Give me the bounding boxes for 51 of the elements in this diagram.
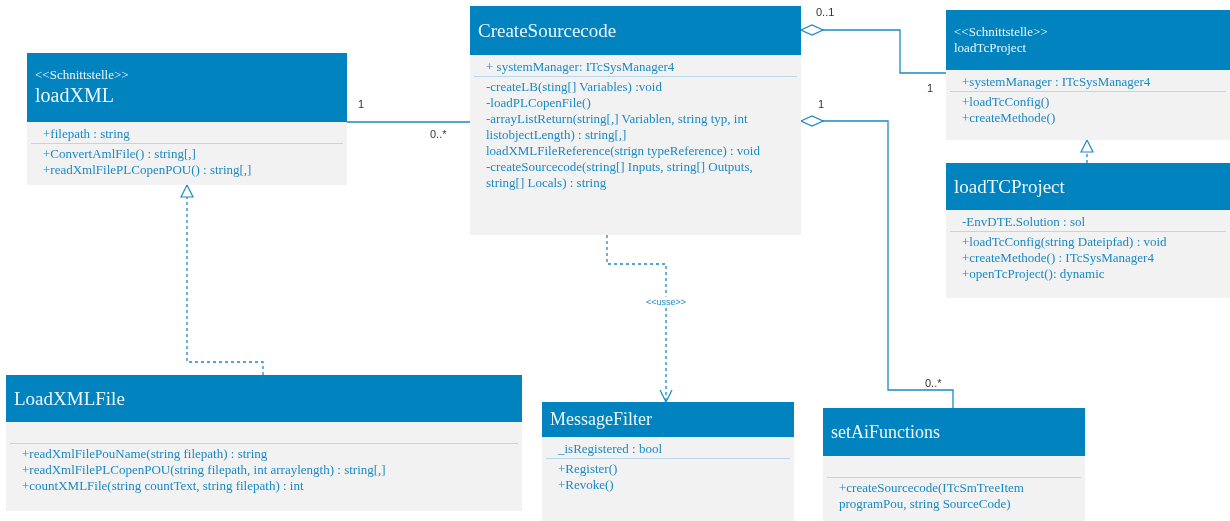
method-text: +loadTcConfig() [962,94,1051,110]
dependency-arrow [180,184,264,376]
class-box [946,163,1230,298]
stereotype-label: <<Schnittstelle>> [35,66,130,84]
class-box [6,375,522,511]
class-box [946,10,1230,140]
method-text: +ConvertAmlFile() : string[,] [43,146,197,162]
edge-label: <<usse>> [644,296,688,308]
method-text: +loadTcConfig(string Dateipfad) : void [962,234,1168,250]
method-text: +Register() [558,461,619,477]
dependency-arrow [606,234,673,403]
class-name: setAiFunctions [831,420,941,444]
class-name: loadXML [35,83,115,109]
method-text: +createMethode() : ITcSysManager4 [962,250,1155,266]
method-text: -createLB(sting[] Variables) :void [486,79,663,95]
stereotype-label: <<Schnittstelle>> [954,23,1049,40]
method-text: +createMethode() [962,110,1057,126]
aggregation-line [800,115,954,409]
method-text: +countXMLFile(string countText, string filepath) : int [22,478,305,494]
method-text: +readXmlFilePLCopenPOU(string filepath, int arraylength) : string[,] [22,462,387,478]
class-box [27,53,347,185]
multiplicity-label: 1 [927,82,934,95]
multiplicity-label: 0..* [430,128,447,141]
multiplicity-label: 0..* [925,377,942,390]
method-text: -loadPLCopenFile() [486,95,592,111]
attribute-text: + systemManager: ITcSysManager4 [486,59,676,75]
multiplicity-label: 0..1 [816,6,835,19]
dependency-arrow [1080,139,1094,164]
multiplicity-label: 1 [358,98,365,111]
class-box [470,6,801,235]
association-line [346,121,471,123]
class-name: CreateSourcecode [478,18,618,43]
attribute-text: +filepath : string [43,126,131,142]
class-box [542,402,794,521]
method-text: +openTcProject(): dynamic [962,266,1106,282]
class-name: LoadXMLFile [14,386,126,411]
method-text: loadXMLFileReference(strign typeReference) : void [486,143,761,159]
class-name: loadTCProject [954,174,1066,199]
class-name: loadTcProject [954,40,1027,57]
attribute-text: _isRegistered : bool [558,441,663,457]
class-name: MessageFilter [550,408,653,431]
method-text: +readXmlFilePLCopenPOU() : string[,] [43,162,253,178]
method-text: -createSourcecode(string[] Inputs, string[] Outputs, string[] Locals) : string [486,159,754,191]
aggregation-line [800,24,947,74]
attribute-text: -EnvDTE.Solution : sol [962,214,1087,230]
method-text: +createSourcecode(ITcSmTreeItem programPou, string SourceCode) [839,480,1025,512]
method-text: +Revoke() [558,477,615,493]
attribute-text: +systemManager : ITcSysManager4 [962,74,1152,90]
method-text: +readXmlFilePouName(string filepath) : string [22,446,269,462]
class-box [823,408,1085,521]
multiplicity-label: 1 [818,98,825,111]
